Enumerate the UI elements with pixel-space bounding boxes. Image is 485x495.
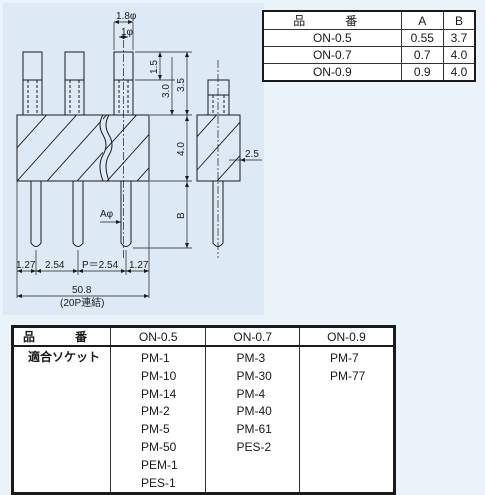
socket-column-on09: PM-7 PM-77 bbox=[299, 346, 395, 494]
dim-label-end-right: 1.27 bbox=[129, 260, 149, 271]
spec-cell: 4.0 bbox=[442, 46, 476, 64]
spec-header-b: B bbox=[442, 10, 476, 30]
list-item: PM-50 bbox=[141, 439, 177, 454]
list-item: PM-14 bbox=[141, 386, 177, 401]
spec-cell: 3.7 bbox=[442, 29, 476, 47]
dim-label-inner-diameter: 1φ bbox=[121, 27, 134, 38]
spec-cell: 0.9 bbox=[400, 63, 444, 82]
list-item: PM-61 bbox=[236, 422, 272, 437]
list-item: PM-30 bbox=[236, 368, 272, 383]
socket-header-part: 品 番 bbox=[12, 326, 111, 347]
list-item: PM-7 bbox=[330, 351, 359, 365]
dim-label-mid-height: 3.0 bbox=[161, 84, 172, 98]
spec-cell: ON-0.5 bbox=[262, 29, 402, 47]
spec-cell: 0.7 bbox=[400, 46, 444, 64]
list-item: PM-1 bbox=[141, 351, 170, 365]
list-item: PM-4 bbox=[236, 386, 266, 401]
list-item: PM-3 bbox=[236, 351, 266, 365]
dim-label-note: (20P連結) bbox=[60, 296, 104, 309]
socket-row-label: 適合ソケット bbox=[28, 350, 101, 364]
spec-header-a: A bbox=[400, 10, 444, 30]
spec-header-part: 品 番 bbox=[262, 10, 402, 30]
dim-label-pin-diameter: Aφ bbox=[100, 209, 114, 220]
spec-cell: ON-0.7 bbox=[262, 46, 402, 64]
list-item: PES-2 bbox=[236, 439, 272, 454]
list-item: PES-1 bbox=[141, 475, 176, 490]
socket-table: 品 番 ON-0.5 ON-0.7 ON-0.9 適合ソケット PM-1 PM-… bbox=[11, 325, 396, 495]
bottom-pin-2 bbox=[72, 181, 84, 247]
table-row: ON-0.5 0.55 3.7 bbox=[262, 29, 476, 47]
socket-header-on07: ON-0.7 bbox=[205, 326, 300, 347]
dim-label-side-thickness: 2.5 bbox=[245, 149, 259, 160]
dim-label-body-height: 4.0 bbox=[176, 142, 187, 156]
list-item: PM-40 bbox=[236, 404, 272, 419]
table-row: 適合ソケット PM-1 PM-10 PM-14 PM-2 PM-5 PM-50 … bbox=[13, 346, 395, 494]
socket-header-on09: ON-0.9 bbox=[299, 326, 395, 347]
dim-label-outer-diameter: 1.8φ bbox=[116, 11, 137, 22]
list-item: PM-5 bbox=[141, 422, 170, 437]
list-item: PM-10 bbox=[141, 368, 177, 383]
table-row: ON-0.9 0.9 4.0 bbox=[262, 63, 476, 82]
dim-label-end-left: 1.27 bbox=[16, 260, 36, 271]
spec-cell: 0.55 bbox=[400, 29, 444, 47]
socket-column-on07: PM-3 PM-30 PM-4 PM-40 PM-61 PES-2 bbox=[205, 346, 300, 494]
dim-label-pin-length: B bbox=[176, 212, 187, 219]
arrowheads bbox=[17, 20, 245, 298]
dim-label-total-height: 3.5 bbox=[176, 78, 187, 92]
list-item: PM-77 bbox=[330, 368, 366, 383]
dim-label-total-length: 50.8 bbox=[72, 285, 92, 296]
spec-table: 品 番 A B ON-0.5 0.55 3.7 ON-0.7 0.7 4.0 O… bbox=[262, 10, 476, 82]
bottom-pin-3 bbox=[120, 181, 132, 247]
spec-table-header: 品 番 A B bbox=[262, 10, 476, 30]
centerlines bbox=[123, 40, 219, 258]
list-item: PEM-1 bbox=[141, 457, 178, 472]
table-row: ON-0.7 0.7 4.0 bbox=[262, 46, 476, 64]
socket-column-on05: PM-1 PM-10 PM-14 PM-2 PM-5 PM-50 PEM-1 P… bbox=[109, 346, 206, 494]
dim-label-pitch-a: 2.54 bbox=[45, 260, 65, 271]
list-item: PM-2 bbox=[141, 404, 170, 419]
housing-side bbox=[196, 114, 241, 182]
spec-cell: ON-0.9 bbox=[262, 63, 402, 82]
bottom-pin-1 bbox=[30, 181, 42, 247]
socket-header-on05: ON-0.5 bbox=[109, 326, 206, 347]
dim-label-top-height: 1.5 bbox=[149, 60, 160, 74]
socket-table-header: 品 番 ON-0.5 ON-0.7 ON-0.9 bbox=[12, 326, 395, 347]
spec-cell: 4.0 bbox=[442, 63, 476, 82]
dim-label-pitch-b: P＝2.54 bbox=[82, 260, 119, 271]
